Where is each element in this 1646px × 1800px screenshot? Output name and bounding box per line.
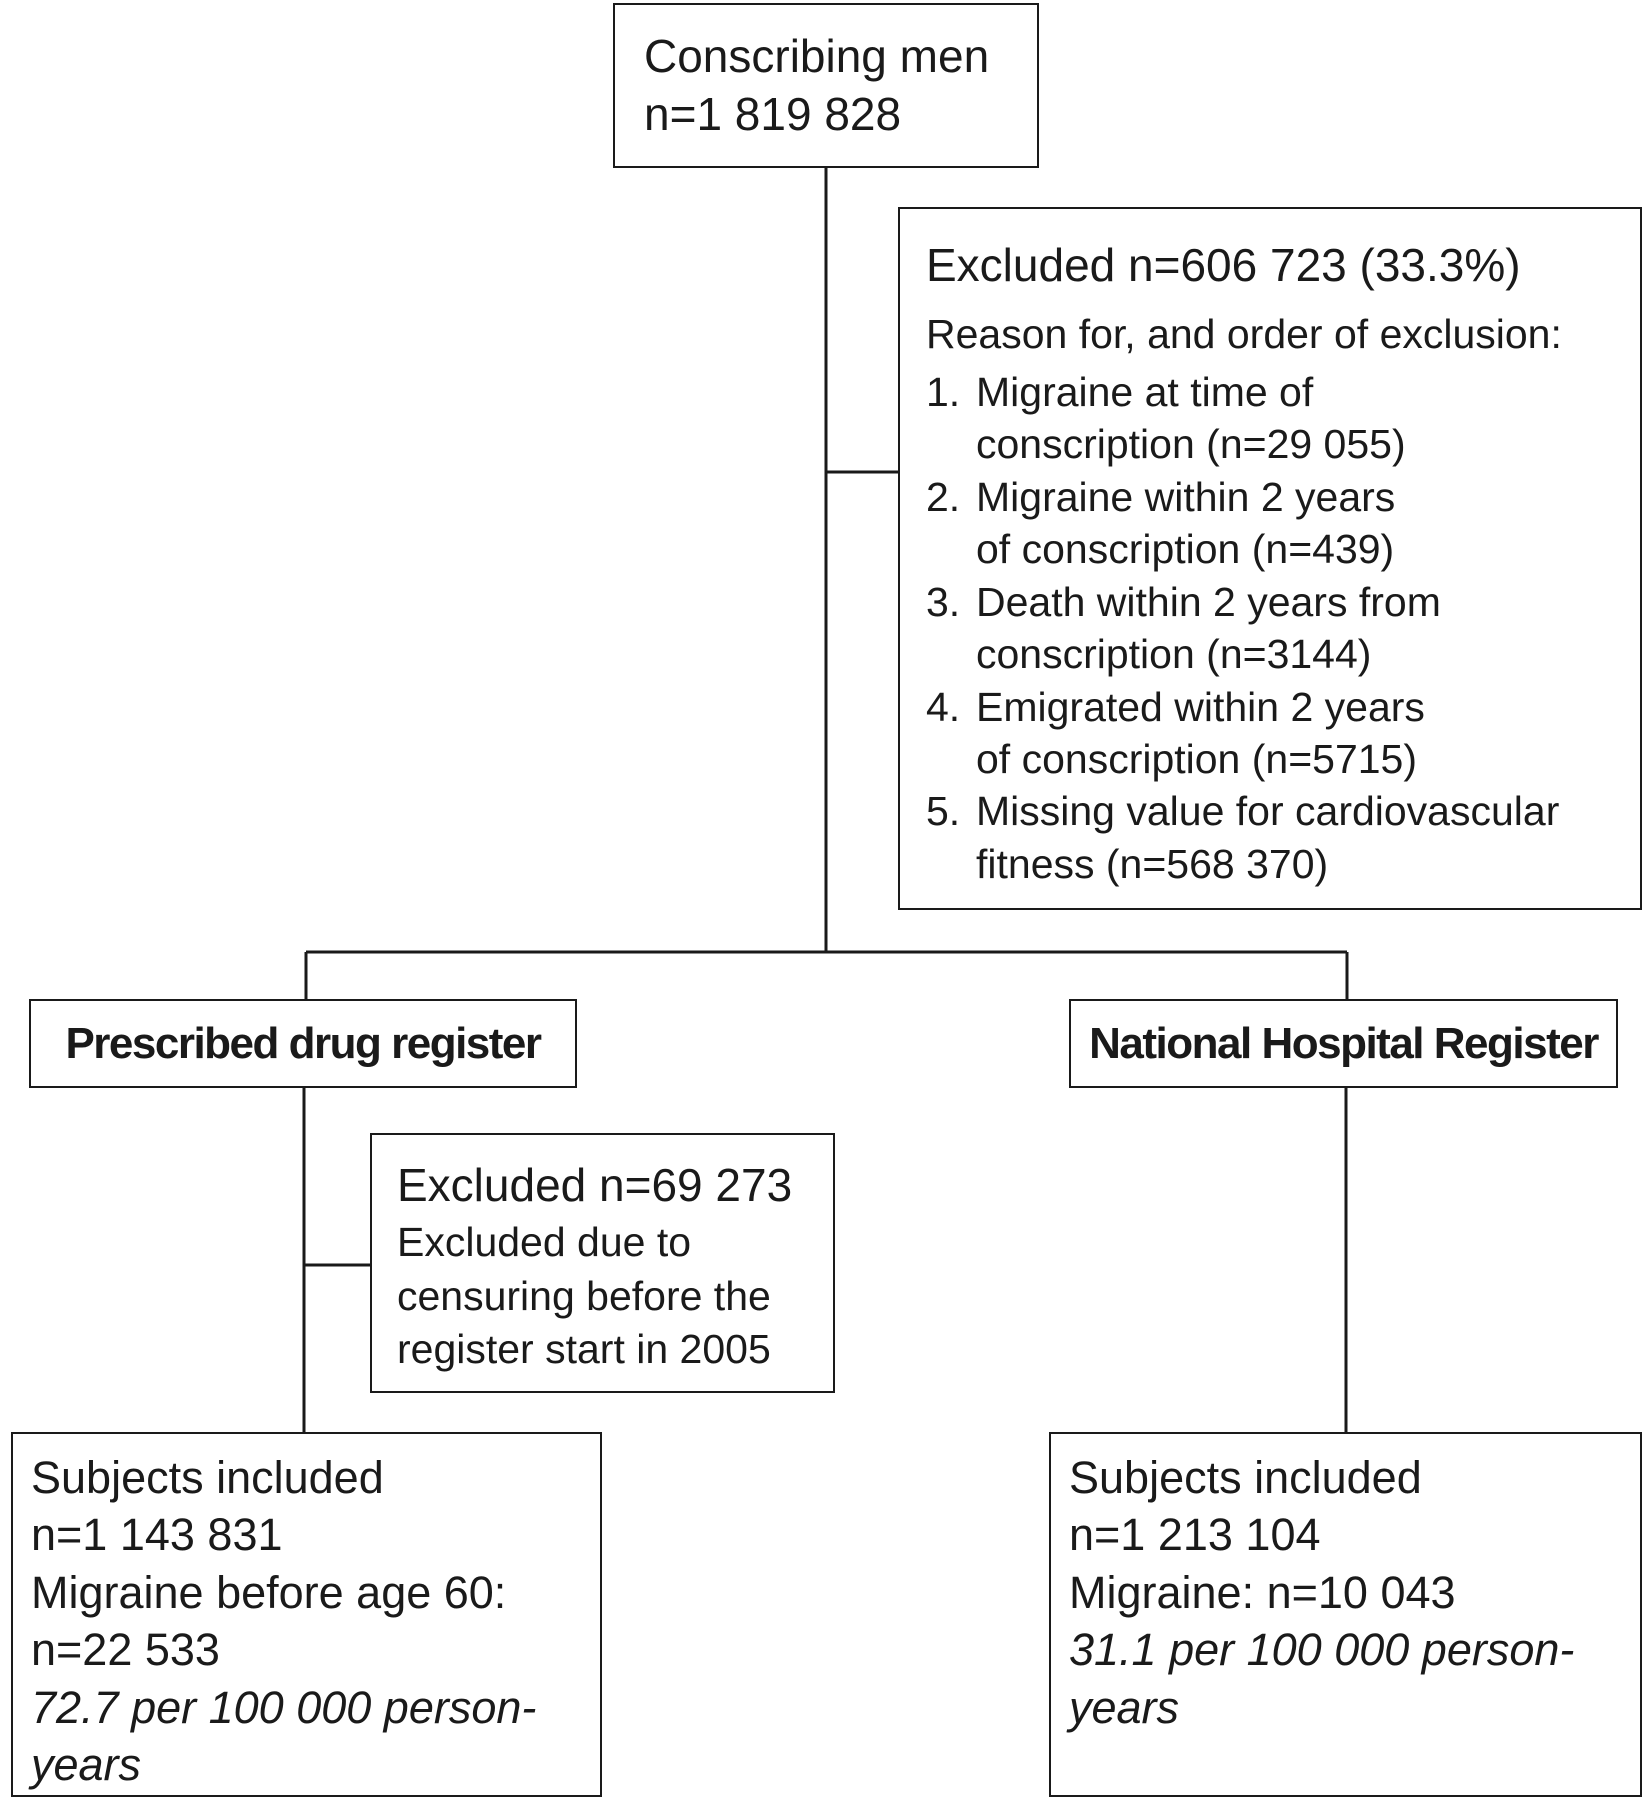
exclusion-main-subtitle: Reason for, and order of exclusion:: [926, 311, 1562, 358]
migraine-count: Migraine: n=10 043: [1069, 1566, 1456, 1618]
exclusion-reason-number: 2.: [926, 473, 961, 520]
subjects-included-hospital-box: Subjects included n=1 213 104 Migraine: …: [1049, 1432, 1642, 1797]
subjects-included-count: n=1 213 104: [1069, 1509, 1321, 1561]
exclusion-reason-number: 3.: [926, 578, 961, 625]
exclusion-reason-number: 4.: [926, 683, 961, 730]
exclusion-reason-4: 4. Emigrated within 2 years of conscript…: [926, 681, 1640, 786]
migraine-label: Migraine before age 60:: [31, 1566, 507, 1618]
exclusion-reason-text: Migraine within 2 years: [976, 473, 1396, 520]
exclusion-reason-text: of conscription (n=439): [976, 526, 1395, 573]
exclusion-reason-text: Emigrated within 2 years: [976, 683, 1425, 730]
exclusion-drug-register-box: Excluded n=69 273 Excluded due to censur…: [370, 1133, 835, 1393]
incidence-rate-unit: years: [1069, 1681, 1180, 1733]
exclusion-reason-5: 5. Missing value for cardiovascular fitn…: [926, 785, 1640, 890]
incidence-rate-unit: years: [31, 1738, 142, 1790]
subjects-included-label: Subjects included: [1069, 1452, 1422, 1503]
exclusion-reason-text: Death within 2 years from: [976, 578, 1441, 625]
prescribed-drug-register-box: Prescribed drug register: [29, 999, 577, 1088]
national-hospital-register-box: National Hospital Register: [1069, 999, 1618, 1088]
exclusion-reason-text: Migraine at time of: [976, 368, 1314, 415]
exclusion-reason-3: 3. Death within 2 years from conscriptio…: [926, 576, 1640, 681]
subjects-included-drug-box: Subjects included n=1 143 831 Migraine b…: [11, 1432, 602, 1797]
conscribing-men-label: Conscribing men: [644, 30, 990, 82]
exclusion-drug-title: Excluded n=69 273: [397, 1159, 793, 1211]
exclusion-reason-2: 2. Migraine within 2 years of conscripti…: [926, 471, 1640, 576]
exclusion-reason-text: fitness (n=568 370): [976, 840, 1329, 887]
exclusion-reason-text: conscription (n=3144): [976, 631, 1372, 678]
exclusion-drug-text: censuring before the: [397, 1272, 771, 1319]
conscribing-men-box: Conscribing men n=1 819 828: [613, 3, 1039, 168]
exclusion-reason-text: Missing value for cardiovascular: [976, 788, 1560, 835]
incidence-rate: 31.1 per 100 000 person-: [1069, 1624, 1575, 1676]
exclusion-drug-text: Excluded due to: [397, 1219, 692, 1266]
prescribed-drug-register-label: Prescribed drug register: [65, 1018, 542, 1068]
exclusion-reason-text: of conscription (n=5715): [976, 735, 1418, 782]
national-hospital-register-label: National Hospital Register: [1089, 1018, 1599, 1068]
exclusion-reason-1: 1. Migraine at time of conscription (n=2…: [926, 366, 1640, 471]
incidence-rate: 72.7 per 100 000 person-: [31, 1681, 537, 1733]
exclusion-main-title: Excluded n=606 723 (33.3%): [926, 239, 1521, 291]
conscribing-men-count: n=1 819 828: [644, 88, 902, 141]
subjects-included-label: Subjects included: [31, 1452, 384, 1503]
exclusion-reason-number: 5.: [926, 788, 961, 835]
migraine-count: n=22 533: [31, 1624, 220, 1676]
exclusion-reason-number: 1.: [926, 368, 961, 415]
exclusion-drug-text: register start in 2005: [397, 1326, 771, 1372]
exclusion-reason-text: conscription (n=29 055): [976, 421, 1406, 468]
exclusion-main-box: Excluded n=606 723 (33.3%) Reason for, a…: [898, 207, 1642, 910]
subjects-included-count: n=1 143 831: [31, 1509, 283, 1561]
